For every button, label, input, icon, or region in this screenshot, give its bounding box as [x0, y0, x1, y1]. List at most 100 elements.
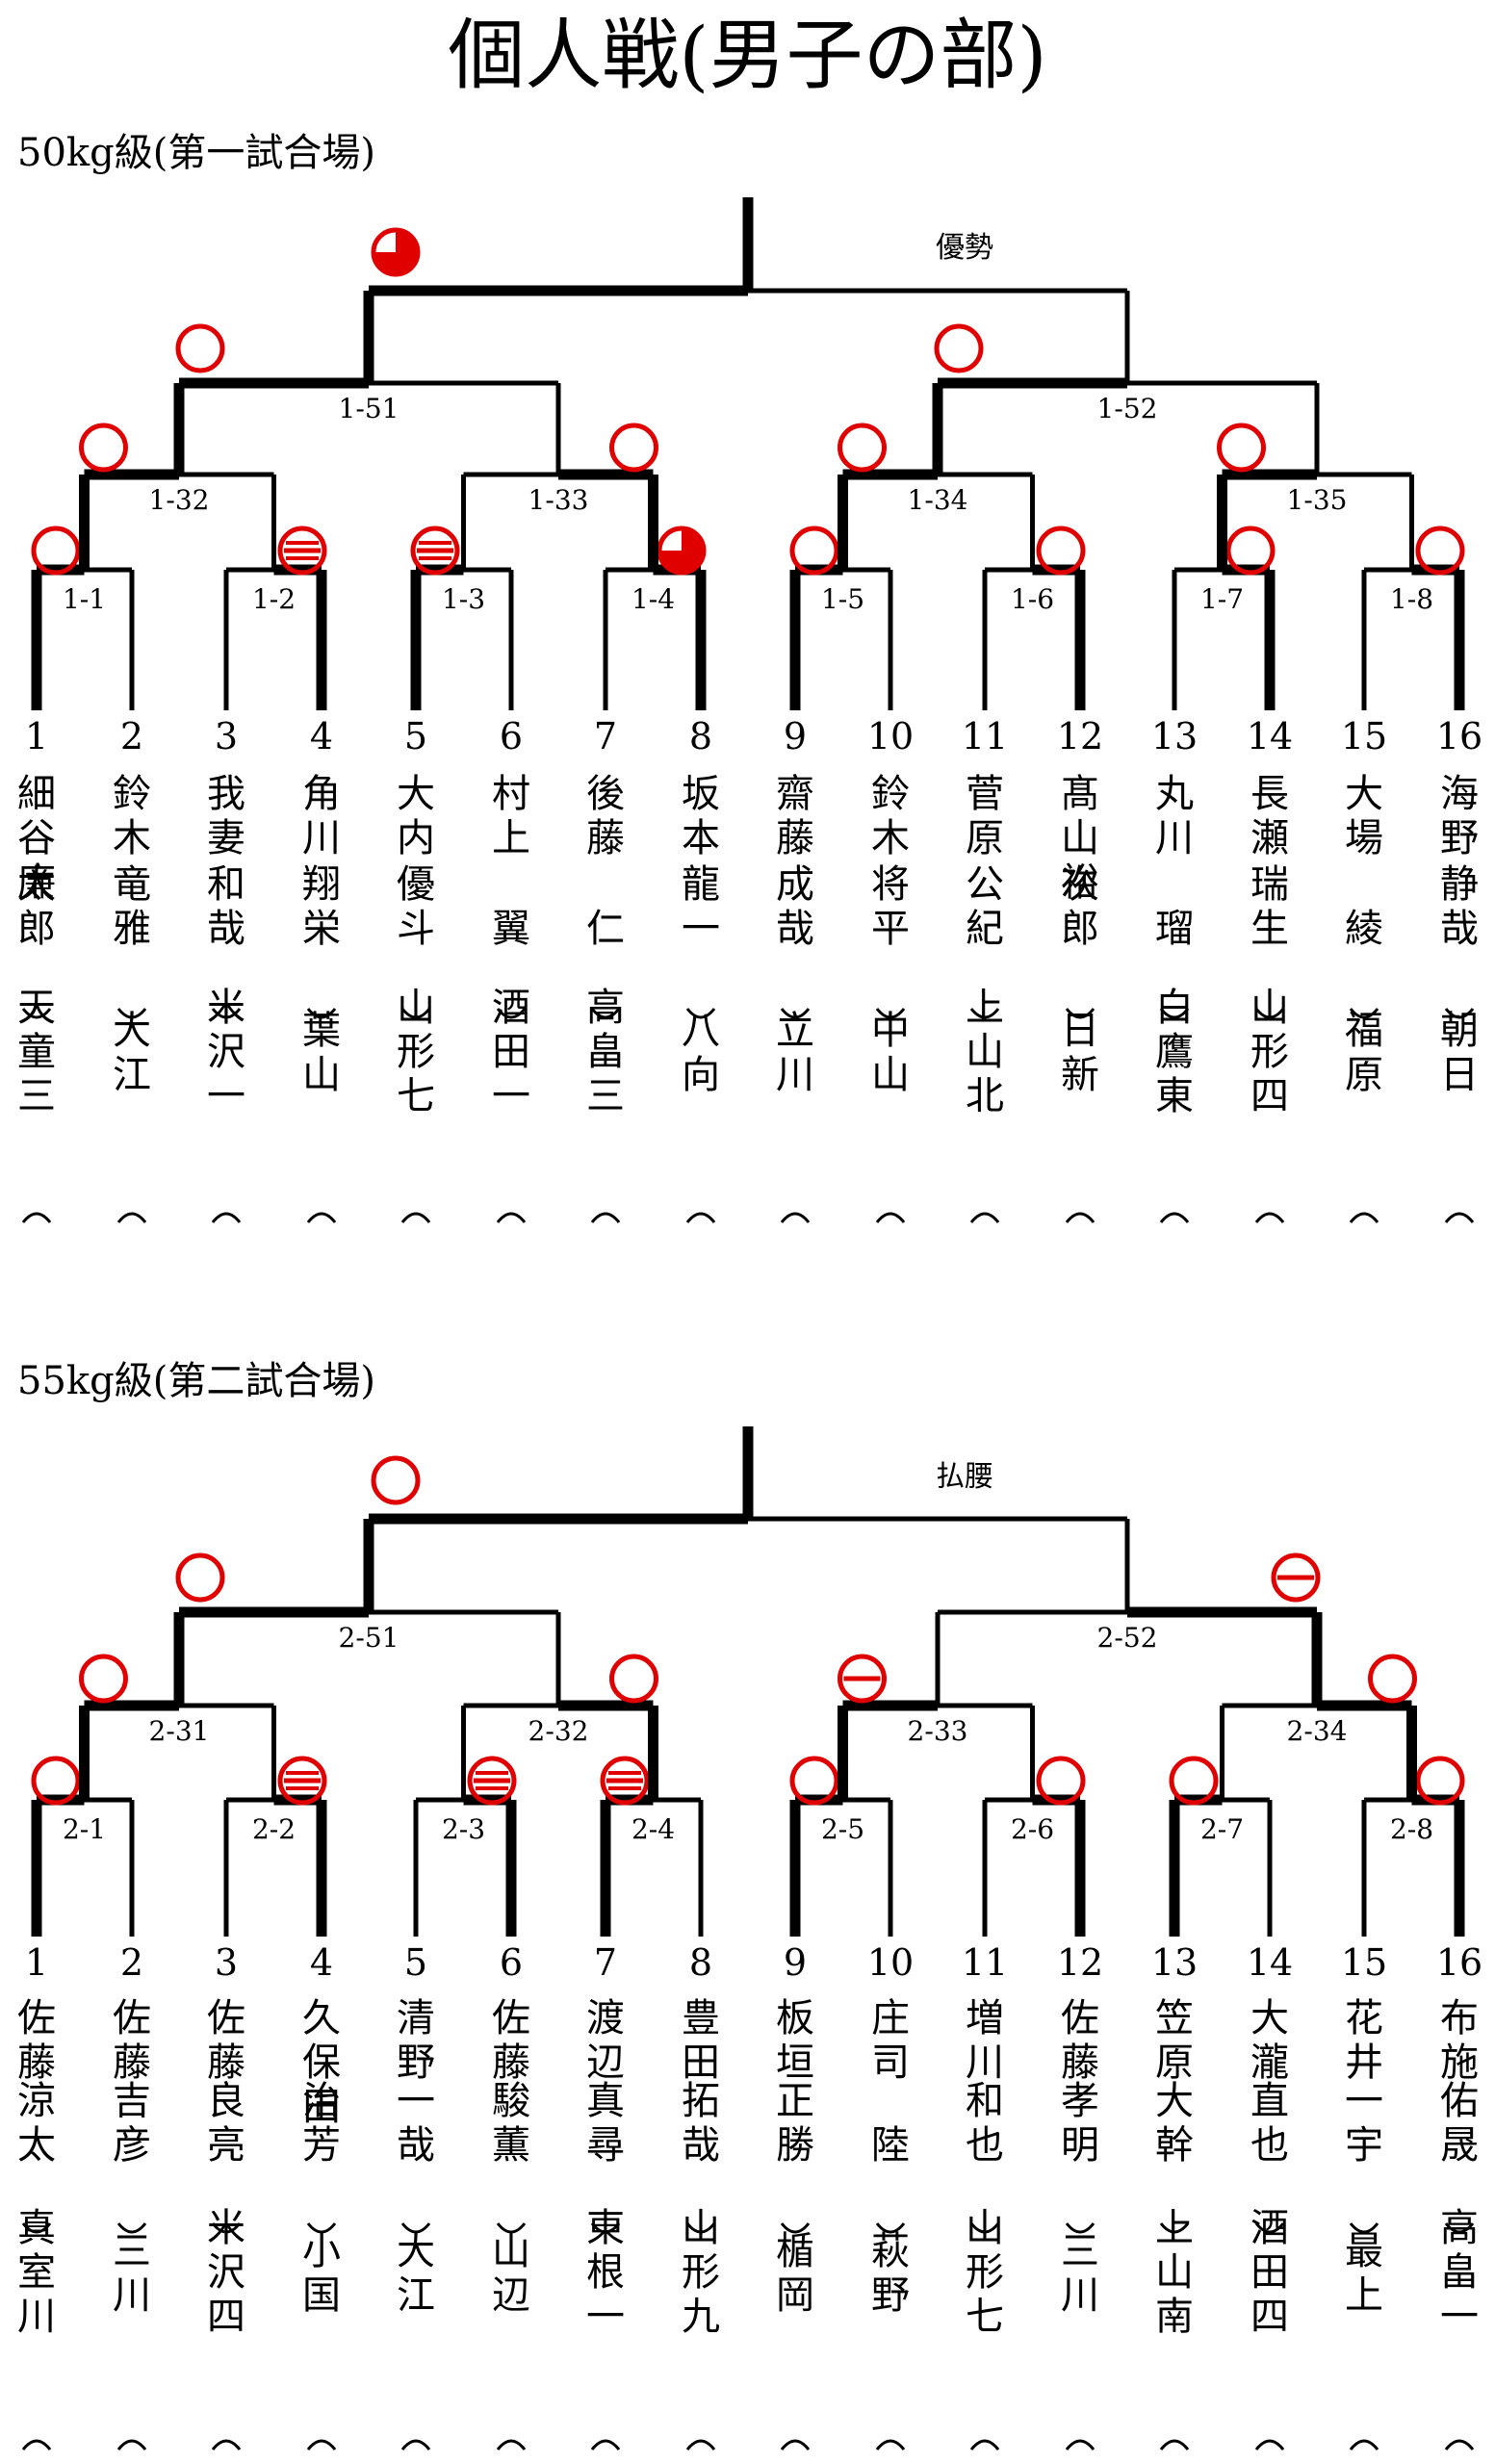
match-label: 1-35 — [1287, 484, 1348, 516]
player-given-name: 孝明 — [1061, 2079, 1099, 2168]
match-label: 2-6 — [1011, 1813, 1054, 1845]
win-mark-r0 — [410, 526, 460, 576]
win-mark-ring — [934, 323, 984, 373]
player-school: 真室川 — [17, 2206, 56, 2339]
player-surname-char: 保 — [302, 2040, 341, 2085]
seed-number: 7 — [594, 1941, 617, 1984]
player-surname-char: 我 — [207, 772, 245, 816]
player-given-name-char: 駿 — [492, 2079, 530, 2123]
paren-open — [1349, 1008, 1379, 1019]
player-given-name: 一哉 — [397, 2079, 435, 2168]
player-surname-char: 久 — [302, 1996, 341, 2040]
player-given-name-char: 良 — [207, 2079, 245, 2123]
paren-open — [590, 1008, 621, 1019]
player-surname: 板垣 — [776, 1996, 814, 2085]
player-given-name-char: 哉 — [682, 2123, 720, 2168]
player-given-name: 翔栄 — [302, 862, 341, 951]
player-given-name-char: 勝 — [776, 2123, 814, 2168]
player-surname: 清野 — [397, 1996, 435, 2085]
player-surname-char: 海 — [1440, 772, 1479, 816]
player-school-char: 一 — [586, 2295, 625, 2339]
player-given-name: 一宇 — [1345, 2079, 1383, 2168]
win-mark-r1 — [79, 1654, 128, 1704]
win-mark-r0 — [789, 526, 839, 576]
player-surname-char: 上 — [492, 816, 530, 860]
player-school-char: 山 — [1155, 2250, 1194, 2295]
player-given-name-char: 晟 — [1440, 2123, 1479, 2168]
paren-close — [1159, 2439, 1190, 2451]
player-given-name-char: 郎 — [17, 907, 56, 951]
player-surname-char: 渡 — [586, 1996, 625, 2040]
win-mark-ring — [31, 526, 81, 576]
player-given-name-char: 成 — [776, 862, 814, 907]
player-given-name-char: 哉 — [207, 907, 245, 951]
player-surname-char: 笠 — [1155, 1996, 1194, 2040]
player-surname-char: 清 — [397, 1996, 435, 2040]
match-label: 2-7 — [1200, 1813, 1244, 1845]
player-school-char: 山 — [966, 2206, 1004, 2250]
player-school-char: 日 — [1440, 1053, 1479, 1097]
player-surname-char: 川 — [302, 816, 341, 860]
paren-open — [969, 1008, 1000, 1019]
player-surname-char: 野 — [397, 2040, 435, 2085]
win-mark-ring — [1415, 1756, 1465, 1806]
player-school-char: 辺 — [492, 2273, 530, 2318]
player-given-name: 拓哉 — [682, 2079, 720, 2168]
match-label: 1-33 — [528, 484, 589, 516]
player-given-name-char: 薫 — [492, 2123, 530, 2168]
player-given-name-char: 彦 — [113, 2123, 151, 2168]
player-school-char: 米 — [207, 986, 245, 1030]
player-school-char: 形 — [397, 1030, 435, 1074]
player-school: 東根一 — [586, 2206, 625, 2339]
player-surname-char: 山 — [1061, 816, 1099, 860]
seed-number: 8 — [689, 1941, 712, 1984]
paren-close — [1065, 1212, 1095, 1223]
player-surname-char: 井 — [1345, 2040, 1383, 2085]
seed-number: 11 — [962, 715, 1008, 757]
seed-number: 14 — [1247, 715, 1293, 757]
player-given-name: 和哉 — [207, 862, 245, 951]
player-given-name-char: 公 — [966, 862, 1004, 907]
player-surname: 大瀧 — [1250, 1996, 1289, 2085]
player-given-name-char: 芳 — [302, 2123, 341, 2168]
player-school-char: 畠 — [586, 1030, 625, 1074]
player-surname-char: 髙 — [1061, 772, 1099, 816]
player-surname: 後藤 — [586, 772, 625, 860]
player-given-name-char: 瑞 — [1250, 862, 1289, 907]
player-school-char: 七 — [966, 2295, 1004, 2339]
player-school-char: 畠 — [1440, 2250, 1479, 2295]
player-given-name-char: 和 — [207, 862, 245, 907]
match-label: 2-51 — [339, 1622, 400, 1654]
player-surname-char: 佐 — [207, 1996, 245, 2040]
player-given-name-char: 吉 — [113, 2079, 151, 2123]
win-mark-r0 — [31, 1756, 81, 1806]
player-school-char: 鷹 — [1155, 1030, 1194, 1074]
player-given-name: 直也 — [1250, 2079, 1289, 2168]
player-surname: 鈴木 — [113, 772, 151, 860]
win-mark-r1 — [1368, 1654, 1417, 1704]
paren-open — [306, 1008, 337, 1019]
player-school-char: 上 — [966, 986, 1004, 1030]
player-school-char: 八 — [682, 1009, 720, 1053]
player-surname-char: 村 — [492, 772, 530, 816]
player-school-char: 三 — [113, 2229, 151, 2273]
player-school: 上山北 — [966, 986, 1004, 1118]
player-school: 山辺 — [492, 2229, 530, 2318]
paren-close — [875, 2439, 906, 2451]
player-surname-char: 木 — [871, 816, 910, 860]
win-mark-ring — [467, 1756, 517, 1806]
player-surname-char: 藤 — [1061, 2040, 1099, 2085]
match-label: 1-6 — [1011, 583, 1054, 615]
win-mark-ring — [1368, 1654, 1417, 1704]
player-surname: 佐藤 — [113, 1996, 151, 2085]
player-surname-char: 布 — [1440, 1996, 1479, 2040]
win-mark-ring — [175, 323, 225, 373]
